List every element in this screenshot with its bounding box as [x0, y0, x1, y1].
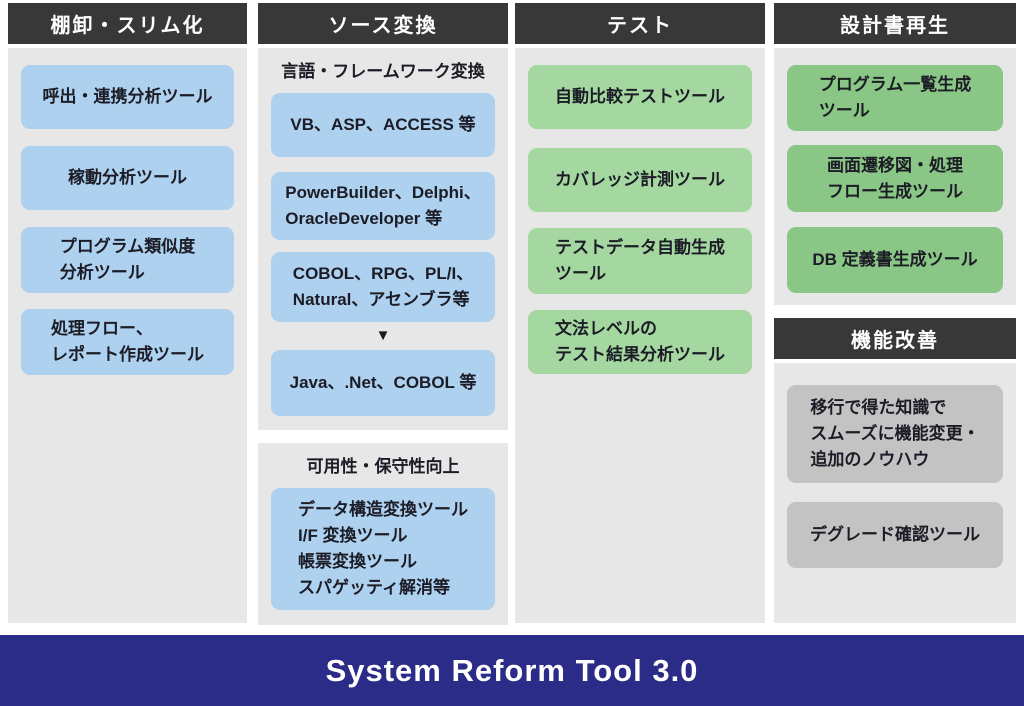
tool-box-degrade-check: デグレード確認ツール	[787, 502, 1003, 568]
column-panel: 自動比較テストツール カバレッジ計測ツール テストデータ自動生成 ツール 文法レ…	[515, 48, 765, 623]
tool-box-powerbuilder-delphi: PowerBuilder、Delphi、 OracleDeveloper 等	[271, 172, 495, 240]
product-banner: System Reform Tool 3.0	[0, 635, 1024, 706]
tool-box-auto-compare-test: 自動比較テストツール	[528, 65, 752, 129]
tool-box-program-similarity: プログラム類似度 分析ツール	[21, 227, 234, 293]
usability-maintainability-panel: 可用性・保守性向上 データ構造変換ツール I/F 変換ツール 帳票変換ツール ス…	[258, 443, 508, 625]
tool-box-db-definition-generation: DB 定義書生成ツール	[787, 227, 1003, 293]
tool-box-cobol-rpg-pli: COBOL、RPG、PL/I、 Natural、アセンブラ等	[271, 252, 495, 322]
tool-box-coverage-measure: カバレッジ計測ツール	[528, 148, 752, 212]
tool-box-test-data-generation: テストデータ自動生成 ツール	[528, 228, 752, 294]
tool-box-program-list-generation: プログラム一覧生成 ツール	[787, 65, 1003, 131]
tool-box-call-linkage-analysis: 呼出・連携分析ツール	[21, 65, 234, 129]
column-source-conversion: ソース変換 言語・フレームワーク変換 VB、ASP、ACCESS 等 Power…	[258, 3, 508, 625]
column-design-doc-regeneration: 設計書再生 プログラム一覧生成 ツール 画面遷移図・処理 フロー生成ツール DB…	[774, 3, 1016, 623]
tool-box-vb-asp-access: VB、ASP、ACCESS 等	[271, 93, 495, 157]
language-framework-panel: 言語・フレームワーク変換 VB、ASP、ACCESS 等 PowerBuilde…	[258, 48, 508, 430]
tool-box-screen-transition-flow: 画面遷移図・処理 フロー生成ツール	[787, 145, 1003, 212]
column-header-function-improvement: 機能改善	[774, 318, 1016, 359]
column-inventory-slimming: 棚卸・スリム化 呼出・連携分析ツール 稼動分析ツール プログラム類似度 分析ツー…	[8, 3, 247, 623]
column-header: テスト	[515, 3, 765, 44]
column-header: 棚卸・スリム化	[8, 3, 247, 44]
design-doc-panel: プログラム一覧生成 ツール 画面遷移図・処理 フロー生成ツール DB 定義書生成…	[774, 48, 1016, 305]
function-improvement-panel: 移行で得た知識で スムーズに機能変更・ 追加のノウハウ デグレード確認ツール	[774, 363, 1016, 623]
product-title: System Reform Tool 3.0	[325, 652, 699, 688]
column-header: 設計書再生	[774, 3, 1016, 44]
tool-box-java-net-cobol: Java、.Net、COBOL 等	[271, 350, 495, 416]
column-panel: 呼出・連携分析ツール 稼動分析ツール プログラム類似度 分析ツール 処理フロー、…	[8, 48, 247, 623]
tool-box-syntax-test-result-analysis: 文法レベルの テスト結果分析ツール	[528, 310, 752, 374]
subtitle-language-framework: 言語・フレームワーク変換	[281, 62, 485, 81]
tool-box-migration-knowhow: 移行で得た知識で スムーズに機能変更・ 追加のノウハウ	[787, 385, 1003, 483]
subtitle-usability-maintainability: 可用性・保守性向上	[306, 457, 460, 476]
down-arrow-icon: ▼	[375, 327, 391, 344]
column-header: ソース変換	[258, 3, 508, 44]
tool-box-operation-analysis: 稼動分析ツール	[21, 146, 234, 210]
column-test: テスト 自動比較テストツール カバレッジ計測ツール テストデータ自動生成 ツール…	[515, 3, 765, 623]
tool-box-process-flow-report: 処理フロー、 レポート作成ツール	[21, 309, 234, 375]
tool-box-conversion-tools: データ構造変換ツール I/F 変換ツール 帳票変換ツール スパゲッティ解消等	[271, 488, 495, 610]
